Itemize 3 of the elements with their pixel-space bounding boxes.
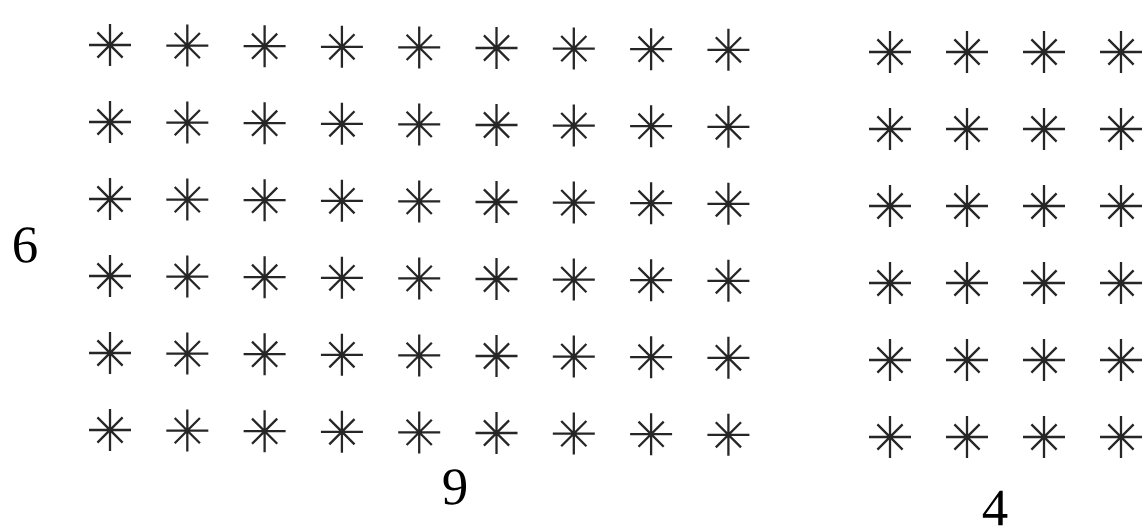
dimension-label: 9 — [443, 469, 467, 505]
dimension-label: 6 — [14, 227, 37, 263]
dimension-label: 4 — [982, 490, 1008, 526]
